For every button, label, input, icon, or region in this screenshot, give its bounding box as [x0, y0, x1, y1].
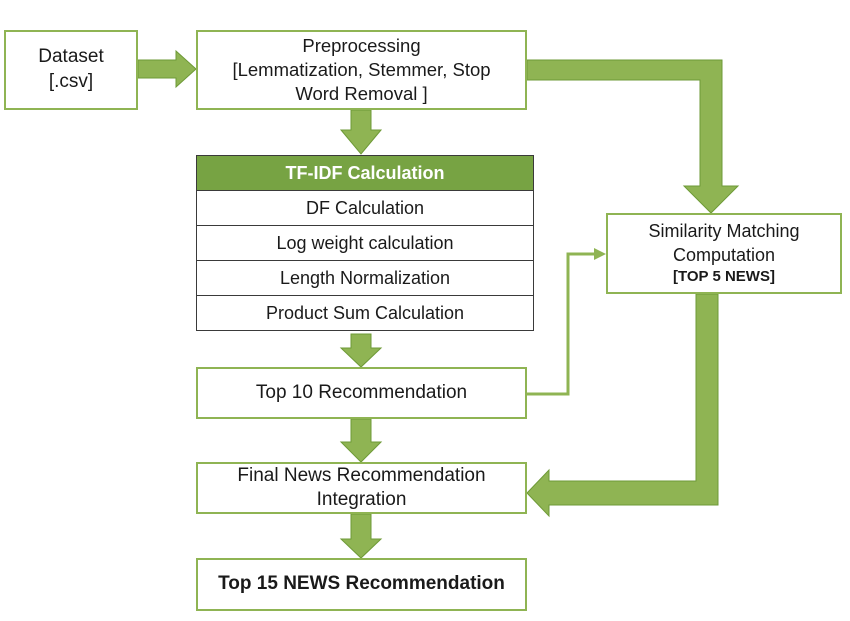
preprocessing-title: Preprocessing — [302, 35, 421, 57]
dataset-format: [.csv] — [48, 71, 94, 92]
tfidf-row-df: DF Calculation — [197, 190, 533, 225]
arrow-top10-to-final — [339, 418, 383, 463]
arrow-top10-to-similarity — [527, 252, 596, 396]
similarity-title: Similarity Matching — [648, 221, 800, 242]
preprocessing-steps-line2: Word Removal ] — [295, 82, 428, 104]
preprocessing-node: Preprocessing [Lemmatization, Stemmer, S… — [196, 30, 527, 110]
top10-label: Top 10 Recommendation — [255, 381, 468, 403]
final-integration-line2: Integration — [316, 489, 407, 510]
top15-node: Top 15 NEWS Recommendation — [196, 558, 527, 611]
arrow-top10-to-similarity-head — [594, 248, 606, 260]
tfidf-table: TF-IDF Calculation DF Calculation Log we… — [196, 155, 534, 331]
arrow-preprocessing-to-similarity — [526, 59, 740, 214]
top15-label: Top 15 NEWS Recommendation — [218, 573, 505, 595]
top10-node: Top 10 Recommendation — [196, 367, 527, 419]
dataset-title: Dataset — [38, 46, 104, 68]
preprocessing-steps-line1: [Lemmatization, Stemmer, Stop — [232, 59, 491, 81]
tfidf-row-product-sum: Product Sum Calculation — [197, 295, 533, 330]
dataset-node: Dataset [.csv] — [4, 30, 138, 110]
tfidf-row-log-weight: Log weight calculation — [197, 225, 533, 260]
tfidf-header: TF-IDF Calculation — [197, 156, 533, 190]
arrow-final-to-top15 — [339, 513, 383, 559]
tfidf-row-length-normalization: Length Normalization — [197, 260, 533, 295]
similarity-top5-label: [TOP 5 NEWS] — [673, 268, 775, 286]
final-integration-node: Final News Recommendation Integration — [196, 462, 527, 514]
arrow-preprocessing-to-tfidf — [339, 109, 383, 155]
final-integration-line1: Final News Recommendation — [237, 465, 486, 487]
arrow-similarity-to-final — [526, 293, 719, 518]
arrow-tfidf-to-top10 — [339, 333, 383, 368]
arrow-dataset-to-preprocessing — [137, 49, 197, 89]
similarity-node: Similarity Matching Computation [TOP 5 N… — [606, 213, 842, 294]
similarity-subtitle: Computation — [672, 244, 776, 265]
